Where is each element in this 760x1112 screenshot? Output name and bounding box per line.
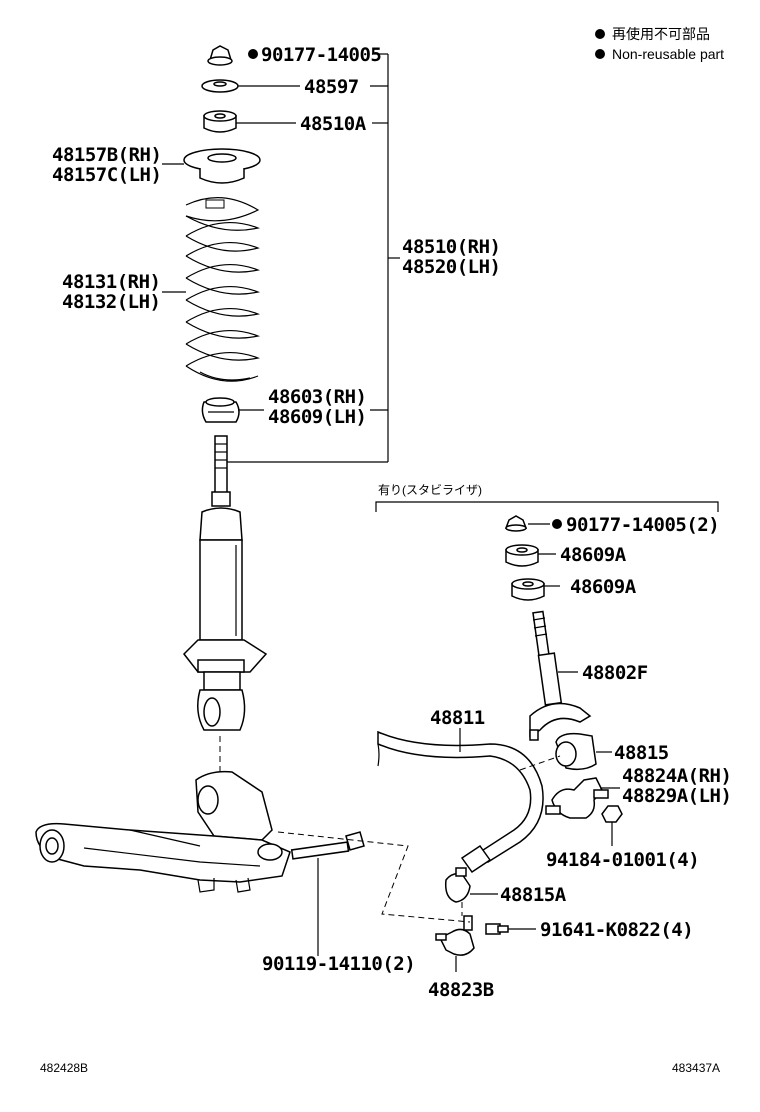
label-48132: 48132(LH) bbox=[62, 291, 160, 313]
label-48824A: 48824A(RH) bbox=[622, 765, 731, 787]
bolt-icon bbox=[290, 831, 365, 860]
washer-icon bbox=[201, 79, 239, 93]
stabilizer-bar-icon bbox=[377, 730, 544, 874]
legend-bullet-icon bbox=[595, 49, 605, 59]
bump-stopper-icon bbox=[201, 397, 240, 423]
bracket-icon bbox=[545, 777, 609, 819]
small-bolt-icon bbox=[485, 923, 509, 935]
bushing-icon bbox=[203, 110, 237, 133]
label-48597: 48597 bbox=[304, 76, 359, 98]
label-90177-14005: 90177-14005 bbox=[261, 44, 381, 66]
stab-nut-icon bbox=[504, 515, 528, 532]
spring-seat-icon bbox=[183, 148, 261, 184]
nut-icon bbox=[207, 45, 233, 66]
label-91641-K0822: 91641-K0822(4) bbox=[540, 919, 693, 941]
non-reusable-mark-icon bbox=[552, 519, 562, 529]
label-48510A: 48510A bbox=[300, 113, 367, 135]
label-48609A-1: 48609A bbox=[560, 544, 627, 566]
coil-spring-icon bbox=[185, 196, 261, 382]
stab-bushing-icon bbox=[505, 544, 539, 567]
legend-en: Non-reusable part bbox=[612, 46, 724, 62]
non-reusable-mark-icon bbox=[248, 49, 258, 59]
label-48157B: 48157B(RH) bbox=[52, 144, 161, 166]
label-90119-14110: 90119-14110(2) bbox=[262, 953, 415, 975]
label-48823B: 48823B bbox=[428, 979, 494, 1001]
legend-bullet-icon bbox=[595, 29, 605, 39]
label-48829A: 48829A(LH) bbox=[622, 785, 731, 807]
stabilizer-link-icon bbox=[529, 610, 592, 741]
label-94184-01001: 94184-01001(4) bbox=[546, 849, 699, 871]
shock-absorber-icon bbox=[183, 435, 268, 731]
label-48510: 48510(RH) bbox=[402, 236, 500, 258]
label-90177-14005-2: 90177-14005(2) bbox=[566, 514, 719, 536]
stab-bushing-icon bbox=[511, 578, 545, 601]
footer-left-code: 482428B bbox=[40, 1061, 88, 1075]
label-48811: 48811 bbox=[430, 707, 485, 729]
footer-right-code: 483437A bbox=[672, 1061, 720, 1075]
label-48157C: 48157C(LH) bbox=[52, 164, 161, 186]
label-48815A: 48815A bbox=[500, 884, 567, 906]
label-48802F: 48802F bbox=[582, 662, 648, 684]
bushing-48815a-icon bbox=[444, 867, 471, 903]
label-48520: 48520(LH) bbox=[402, 256, 500, 278]
label-48815: 48815 bbox=[614, 742, 669, 764]
bar-bushing-icon bbox=[555, 732, 597, 771]
label-48609A-2: 48609A bbox=[570, 576, 637, 598]
label-48609: 48609(LH) bbox=[268, 406, 366, 428]
legend-jp: 再使用不可部品 bbox=[612, 26, 710, 42]
label-48603: 48603(RH) bbox=[268, 386, 366, 408]
label-48131: 48131(RH) bbox=[62, 271, 160, 293]
stabilizer-header: 有り(スタビライザ) bbox=[378, 483, 482, 497]
lower-arm-icon bbox=[35, 770, 291, 893]
flange-nut-icon bbox=[601, 805, 623, 823]
clamp-icon bbox=[435, 915, 475, 956]
